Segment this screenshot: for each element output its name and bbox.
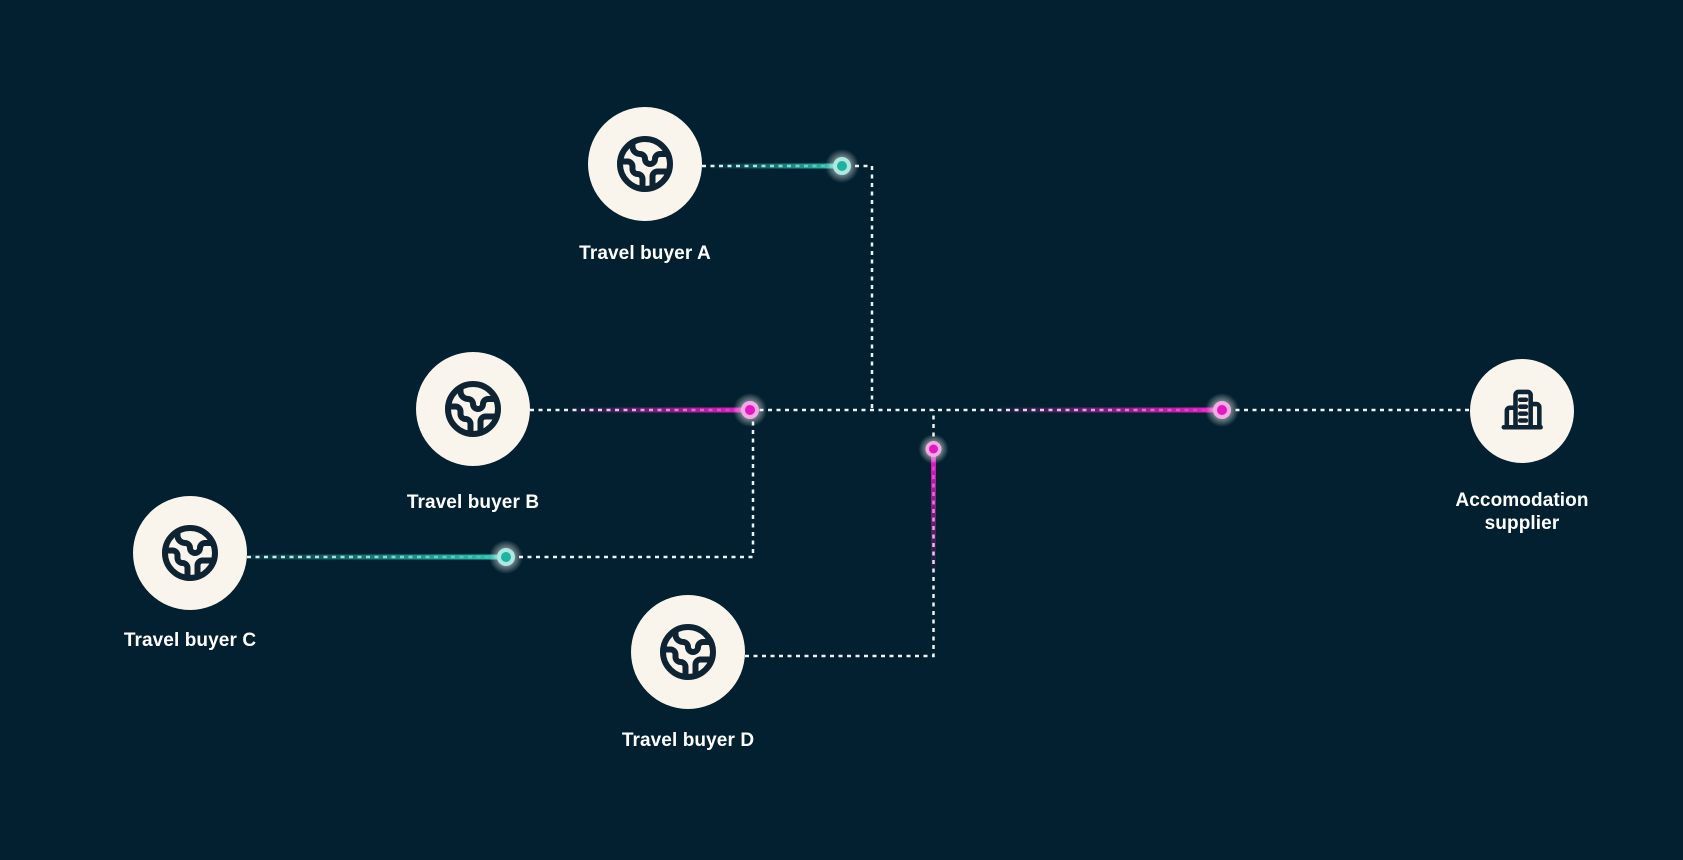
node-label-accommodation-supplier: Accomodation supplier [1455, 490, 1589, 534]
packet-dot-magenta-d [918, 434, 949, 464]
node-travel-buyer-c [133, 496, 247, 610]
node-label-travel-buyer-d: Travel buyer D [621, 730, 755, 751]
globe-icon [660, 624, 716, 680]
globe-icon [162, 525, 218, 581]
globe-icon [445, 381, 501, 437]
node-travel-buyer-b [416, 352, 530, 466]
node-travel-buyer-a [588, 107, 702, 221]
node-label-travel-buyer-c: Travel buyer C [123, 630, 257, 651]
node-label-travel-buyer-b: Travel buyer B [406, 492, 540, 513]
node-label-travel-buyer-a: Travel buyer A [579, 243, 711, 264]
packet-dot-magenta-main [1205, 393, 1239, 427]
packet-dot-magenta-b [733, 393, 767, 427]
edge-buyer-c [247, 410, 755, 559]
packet-dot-teal-a [825, 149, 859, 183]
building-icon [1501, 389, 1543, 430]
edge-buyer-d [745, 410, 935, 658]
edge-buyer-a [702, 164, 874, 410]
globe-icon [617, 136, 673, 192]
packet-dot-teal-c [489, 540, 523, 574]
node-travel-buyer-d [631, 595, 745, 709]
node-accommodation-supplier [1470, 359, 1574, 463]
